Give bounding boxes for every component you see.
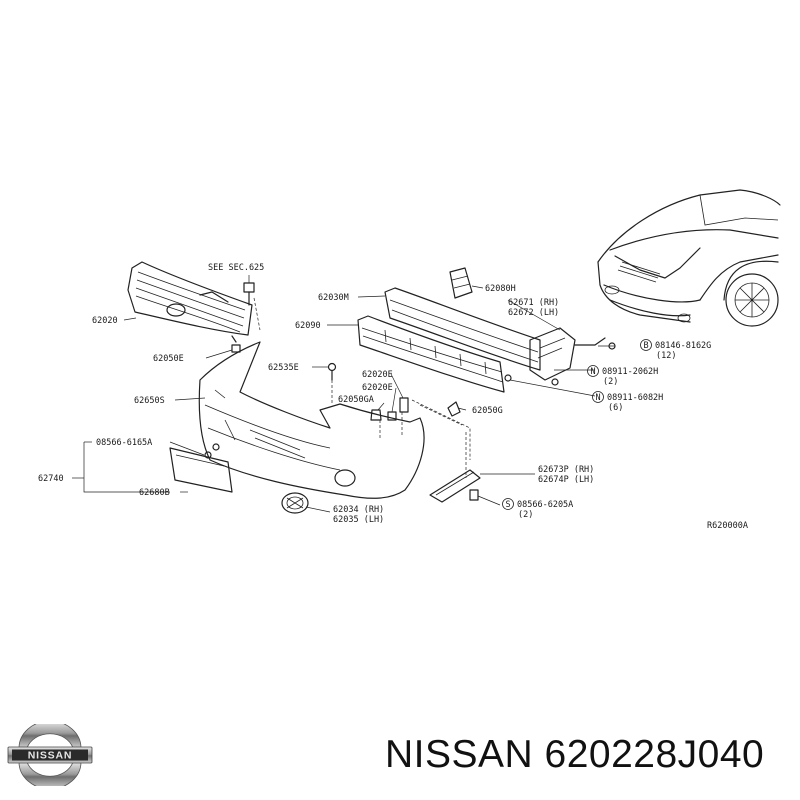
label-62650s: 62650S bbox=[134, 396, 165, 406]
label-08911-2062h: 08911-2062H bbox=[602, 367, 658, 377]
svg-text:N: N bbox=[590, 367, 595, 377]
reinforcement-part bbox=[384, 287, 541, 371]
label-08566-6205a-qty: (2) bbox=[518, 510, 533, 520]
svg-text:NISSAN: NISSAN bbox=[28, 750, 72, 762]
label-08911-2062h-qty: (2) bbox=[603, 377, 618, 387]
label-62080h: 62080H bbox=[485, 284, 516, 294]
label-62020e-1: 62020E bbox=[362, 370, 393, 380]
side-bracket-part bbox=[429, 469, 481, 503]
bumper-fascia-part bbox=[198, 341, 425, 499]
label-62673p: 62673P (RH) bbox=[538, 465, 594, 475]
label-08911-6082h-qty: (6) bbox=[608, 403, 623, 413]
label-62050ga: 62050GA bbox=[338, 395, 374, 405]
page-title: NISSAN 620228J040 bbox=[385, 733, 765, 776]
part-labels: SEE SEC.625 62020 62050E 62650S 08566-61… bbox=[38, 263, 748, 531]
absorber-part bbox=[357, 315, 505, 393]
label-see-sec: SEE SEC.625 bbox=[208, 263, 264, 273]
label-62034: 62034 (RH) bbox=[333, 505, 384, 515]
fog-cap-part bbox=[281, 492, 309, 514]
label-62020: 62020 bbox=[92, 316, 118, 326]
label-08566-6165a: 08566-6165A bbox=[96, 438, 152, 448]
label-62030m: 62030M bbox=[318, 293, 349, 303]
grille-part bbox=[127, 261, 253, 343]
marker-b: B bbox=[640, 339, 652, 351]
label-62672: 62672 (LH) bbox=[508, 308, 559, 318]
label-62680b: 62680B bbox=[139, 488, 170, 498]
nissan-logo-icon: NISSAN bbox=[7, 724, 93, 786]
label-62020e-2: 62020E bbox=[362, 383, 393, 393]
bracket-62080h-part bbox=[449, 267, 473, 299]
fasteners bbox=[231, 342, 616, 501]
marker-n-1: N bbox=[587, 365, 599, 377]
label-08146-8162g: 08146-8162G bbox=[655, 341, 711, 351]
svg-text:N: N bbox=[595, 393, 600, 403]
bolt-see-sec bbox=[243, 275, 255, 306]
label-08566-6205a: 08566-6205A bbox=[517, 500, 573, 510]
label-62535e: 62535E bbox=[268, 363, 299, 373]
svg-text:S: S bbox=[505, 500, 510, 510]
marker-n-2: N bbox=[592, 391, 604, 403]
license-bracket-part bbox=[169, 443, 233, 493]
label-62090: 62090 bbox=[295, 321, 321, 331]
marker-s: S bbox=[502, 498, 514, 510]
car-illustration bbox=[597, 189, 781, 327]
label-08911-6082h: 08911-6082H bbox=[607, 393, 663, 403]
label-62674p: 62674P (LH) bbox=[538, 475, 594, 485]
label-62740: 62740 bbox=[38, 474, 64, 484]
label-62050e: 62050E bbox=[153, 354, 184, 364]
svg-text:B: B bbox=[643, 341, 648, 351]
label-62035: 62035 (LH) bbox=[333, 515, 384, 525]
stay-part bbox=[529, 327, 606, 381]
label-62671: 62671 (RH) bbox=[508, 298, 559, 308]
leader-lines bbox=[72, 285, 615, 513]
label-62050g: 62050G bbox=[472, 406, 503, 416]
assembly-lines bbox=[253, 297, 471, 478]
label-08146-qty: (12) bbox=[656, 351, 676, 361]
label-diagram-ref: R620000A bbox=[707, 521, 748, 531]
